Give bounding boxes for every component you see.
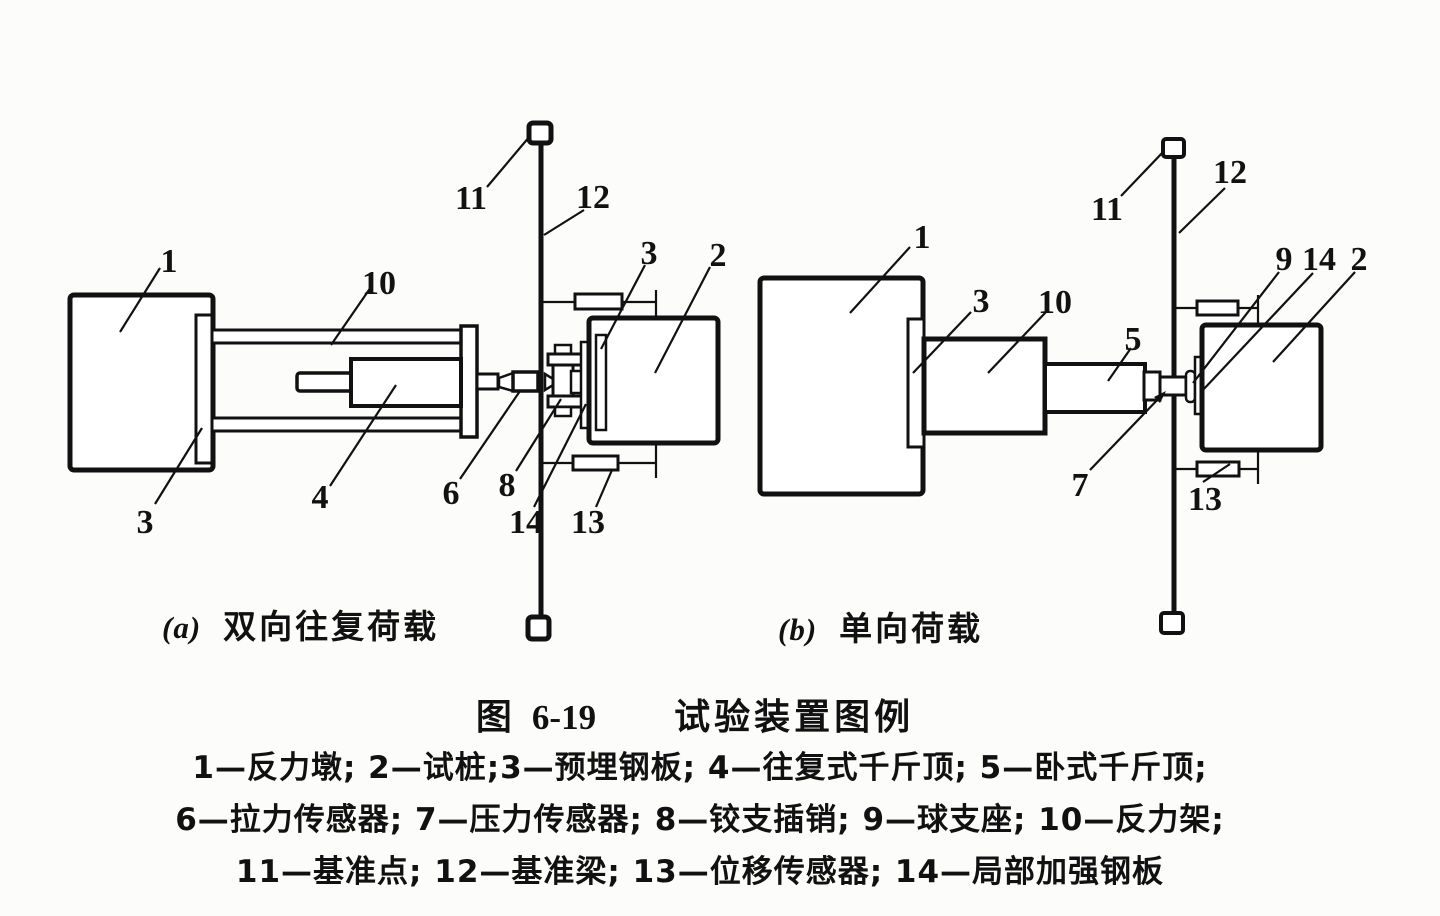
frame-bar-bottom-a: [210, 416, 465, 433]
leader-3b: [912, 311, 972, 374]
subcaption-b-title: 单向荷载: [839, 609, 984, 648]
callout-6a: 6: [443, 475, 460, 512]
leader-lines-b: [849, 150, 1356, 483]
displacement-sensor-top-b: [1195, 299, 1240, 317]
leader-11b: [1120, 150, 1165, 197]
leader-10b: [987, 311, 1047, 374]
leader-3a-bottom: [154, 427, 203, 505]
leader-2b: [1272, 271, 1356, 363]
displacement-sensor-top-a: [573, 292, 624, 311]
callout-2a: 2: [710, 237, 727, 274]
leader-7b-arrowhead: [1154, 391, 1166, 403]
subcaption-a-title: 双向往复荷载: [223, 607, 440, 646]
subcaption-a: (a) 双向往复荷载: [162, 600, 439, 648]
jack-piston-rod-a: [295, 371, 356, 393]
diagram-b: 1 3 10 5 11 12 9 14 2 7 13: [757, 137, 1368, 635]
subcaption-a-tag: (a): [162, 610, 202, 645]
callout-13b: 13: [1188, 481, 1222, 518]
test-pile-b: [1199, 322, 1324, 453]
leader-13b: [1202, 463, 1231, 483]
leader-14b: [1201, 272, 1314, 392]
figure-legend: 1—反力墩; 2—试桩;3—预埋钢板; 4—往复式千斤顶; 5—卧式千斤顶; 6…: [0, 742, 1400, 898]
callout-10b: 10: [1038, 284, 1072, 321]
callout-8a: 8: [499, 467, 516, 504]
test-pile-a: [586, 315, 721, 446]
callout-14a: 14: [509, 504, 543, 541]
subcaption-b: (b) 单向荷载: [778, 602, 983, 650]
embedded-plate-pier-a: [194, 313, 214, 465]
legend-line-1: 1—反力墩; 2—试桩;3—预埋钢板; 4—往复式千斤顶; 5—卧式千斤顶;: [192, 750, 1208, 786]
leader-13a: [594, 469, 614, 508]
leader-lines-a: [119, 135, 711, 508]
tension-load-cell-a: [511, 370, 540, 393]
leader-12b: [1178, 187, 1226, 234]
legend-line-2: 6—拉力传感器; 7—压力传感器; 8—铰支插销; 9—球支座; 10—反力架;: [175, 802, 1225, 838]
figure-caption-prefix: 图: [475, 697, 512, 738]
figure-caption-number: 6-19: [531, 698, 597, 737]
frame-end-plate-a: [459, 324, 479, 439]
leader-5b: [1107, 347, 1132, 382]
pin-flange-top-a: [546, 352, 584, 367]
push-rod-a: [475, 372, 500, 391]
callout-2b: 2: [1351, 241, 1368, 278]
ball-seat-b: [1184, 369, 1197, 404]
reciprocating-jack-a: [349, 357, 463, 408]
reference-point-bottom-b: [1159, 611, 1185, 635]
leader-12a: [543, 209, 585, 236]
leader-6a: [459, 390, 521, 480]
callout-9b: 9: [1276, 241, 1293, 278]
callout-3b: 3: [973, 283, 990, 320]
legend-line-3: 11—基准点; 12—基准梁; 13—位移传感器; 14—局部加强钢板: [235, 854, 1165, 890]
reference-point-top-a: [526, 120, 554, 146]
pin-bolt-bottom-a: [553, 405, 573, 418]
callout-13a: 13: [571, 504, 605, 541]
callout-3a-bottom: 3: [137, 504, 154, 541]
leader-1a: [119, 267, 161, 333]
horizontal-jack-b: [1043, 362, 1147, 414]
embedded-plate-pile-a: [594, 333, 608, 432]
callout-12b: 12: [1213, 154, 1247, 191]
diagram-a: 1 10 11 12 3 2 3 4 6 8 14 13: [67, 120, 727, 642]
callout-1a: 1: [161, 243, 178, 280]
callout-4a: 4: [312, 479, 329, 516]
pin-flange-bottom-a: [546, 394, 584, 409]
callout-10a: 10: [362, 265, 396, 302]
coupling-taper-a: [497, 371, 515, 393]
leader-1b: [849, 246, 911, 314]
callout-7b: 7: [1072, 467, 1089, 504]
leader-8a: [515, 398, 562, 472]
reference-point-bottom-a: [525, 614, 552, 642]
callout-3a-top: 3: [641, 235, 658, 272]
displacement-sensor-bottom-a: [571, 454, 620, 472]
leader-3a-top: [600, 264, 646, 350]
leader-2a: [654, 266, 711, 374]
callout-5b: 5: [1125, 321, 1142, 358]
reaction-pier-b: [757, 275, 926, 497]
figure-caption-title: 试验装置图例: [674, 697, 915, 738]
callout-11b: 11: [1091, 191, 1123, 228]
leader-11a: [486, 135, 531, 188]
displacement-sensor-bottom-b: [1195, 460, 1241, 478]
subcaption-b-tag: (b): [778, 612, 818, 647]
reaction-frame-b: [921, 336, 1048, 436]
callout-11a: 11: [455, 180, 487, 217]
callout-12a: 12: [576, 179, 610, 216]
callout-1b: 1: [914, 219, 931, 256]
hinged-pin-assembly-a: [546, 343, 585, 418]
leader-14a: [533, 403, 587, 508]
leader-4a: [329, 384, 397, 487]
callout-14b: 14: [1302, 241, 1336, 278]
leader-7b: [1089, 394, 1163, 471]
leader-10a: [330, 286, 372, 346]
reference-point-top-b: [1161, 137, 1186, 159]
leader-9b: [1192, 271, 1280, 384]
figure-caption: 图 6-19 试验装置图例: [0, 688, 1390, 740]
